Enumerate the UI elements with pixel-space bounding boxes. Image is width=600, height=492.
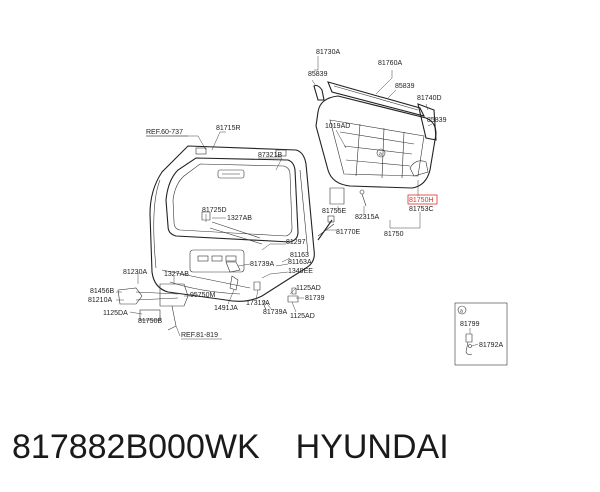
highlight-box bbox=[407, 194, 438, 205]
label-87321b: 87321B bbox=[258, 152, 282, 159]
label-81730a: 81730A bbox=[316, 49, 340, 56]
label-81163: 81163 bbox=[290, 252, 309, 259]
footer-caption: 817882B000WK HYUNDAI bbox=[12, 428, 592, 478]
brand-name: HYUNDAI bbox=[295, 428, 449, 466]
label-81297: 81297 bbox=[286, 239, 306, 246]
tailgate-body bbox=[117, 145, 335, 331]
label-81750b: 81750B bbox=[138, 318, 162, 325]
label-81163a: 81163A bbox=[288, 259, 312, 266]
label-81456b: 81456B bbox=[90, 288, 114, 295]
label-1349ee: 1349EE bbox=[288, 268, 313, 275]
trim-panel: a bbox=[313, 81, 437, 237]
label-1731ja: 1731JA bbox=[246, 300, 270, 307]
label-81739a-b: 81739A bbox=[263, 309, 287, 316]
label-85839-b: 85839 bbox=[395, 83, 415, 90]
label-ref-top: REF.60-737 bbox=[146, 129, 183, 136]
label-1019ad: 1019AD bbox=[325, 123, 350, 130]
label-1125da: 1125DA bbox=[103, 310, 128, 317]
label-inset-a: a bbox=[460, 309, 463, 315]
label-ref-bottom: REF.81-819 bbox=[181, 332, 218, 339]
parts-diagram: a a bbox=[88, 49, 508, 366]
label-81760a: 81760A bbox=[378, 60, 402, 67]
label-85839-c: 85839 bbox=[427, 117, 447, 124]
label-81740d: 81740D bbox=[417, 95, 442, 102]
label-81739: 81739 bbox=[305, 295, 325, 302]
label-81715r: 81715R bbox=[216, 125, 241, 132]
label-81792a: 81792A bbox=[479, 342, 503, 349]
label-81753c: 81753C bbox=[409, 206, 434, 213]
label-85839-a: 85839 bbox=[308, 71, 328, 78]
label-1491ja: 1491JA bbox=[214, 305, 238, 312]
label-81739a-a: 81739A bbox=[250, 261, 274, 268]
label-95750m: 95750M bbox=[190, 292, 215, 299]
label-1327ab-a: 1327AB bbox=[227, 215, 252, 222]
leader-lines bbox=[116, 56, 479, 347]
label-81230a: 81230A bbox=[123, 269, 147, 276]
label-81210a: 81210A bbox=[88, 297, 112, 304]
label-81770e: 81770E bbox=[336, 229, 360, 236]
label-82315a: 82315A bbox=[355, 214, 379, 221]
label-1327ab-b: 1327AB bbox=[164, 271, 189, 278]
part-number: 817882B000WK bbox=[12, 428, 260, 466]
label-1125ad-a: 1125AD bbox=[296, 285, 321, 292]
label-81750h: 81750H bbox=[409, 197, 434, 204]
label-81799: 81799 bbox=[460, 321, 480, 328]
label-81750: 81750 bbox=[384, 231, 404, 238]
label-1125ad-b: 1125AD bbox=[290, 313, 315, 320]
label-81725d: 81725D bbox=[202, 207, 227, 214]
part-labels: REF.60-737 81715R 87321B 81725D 1327AB 8… bbox=[88, 49, 503, 349]
label-81755e: 81755E bbox=[322, 208, 346, 215]
label-callout-a: a bbox=[379, 152, 382, 158]
inset-detail-a: a bbox=[454, 302, 508, 366]
